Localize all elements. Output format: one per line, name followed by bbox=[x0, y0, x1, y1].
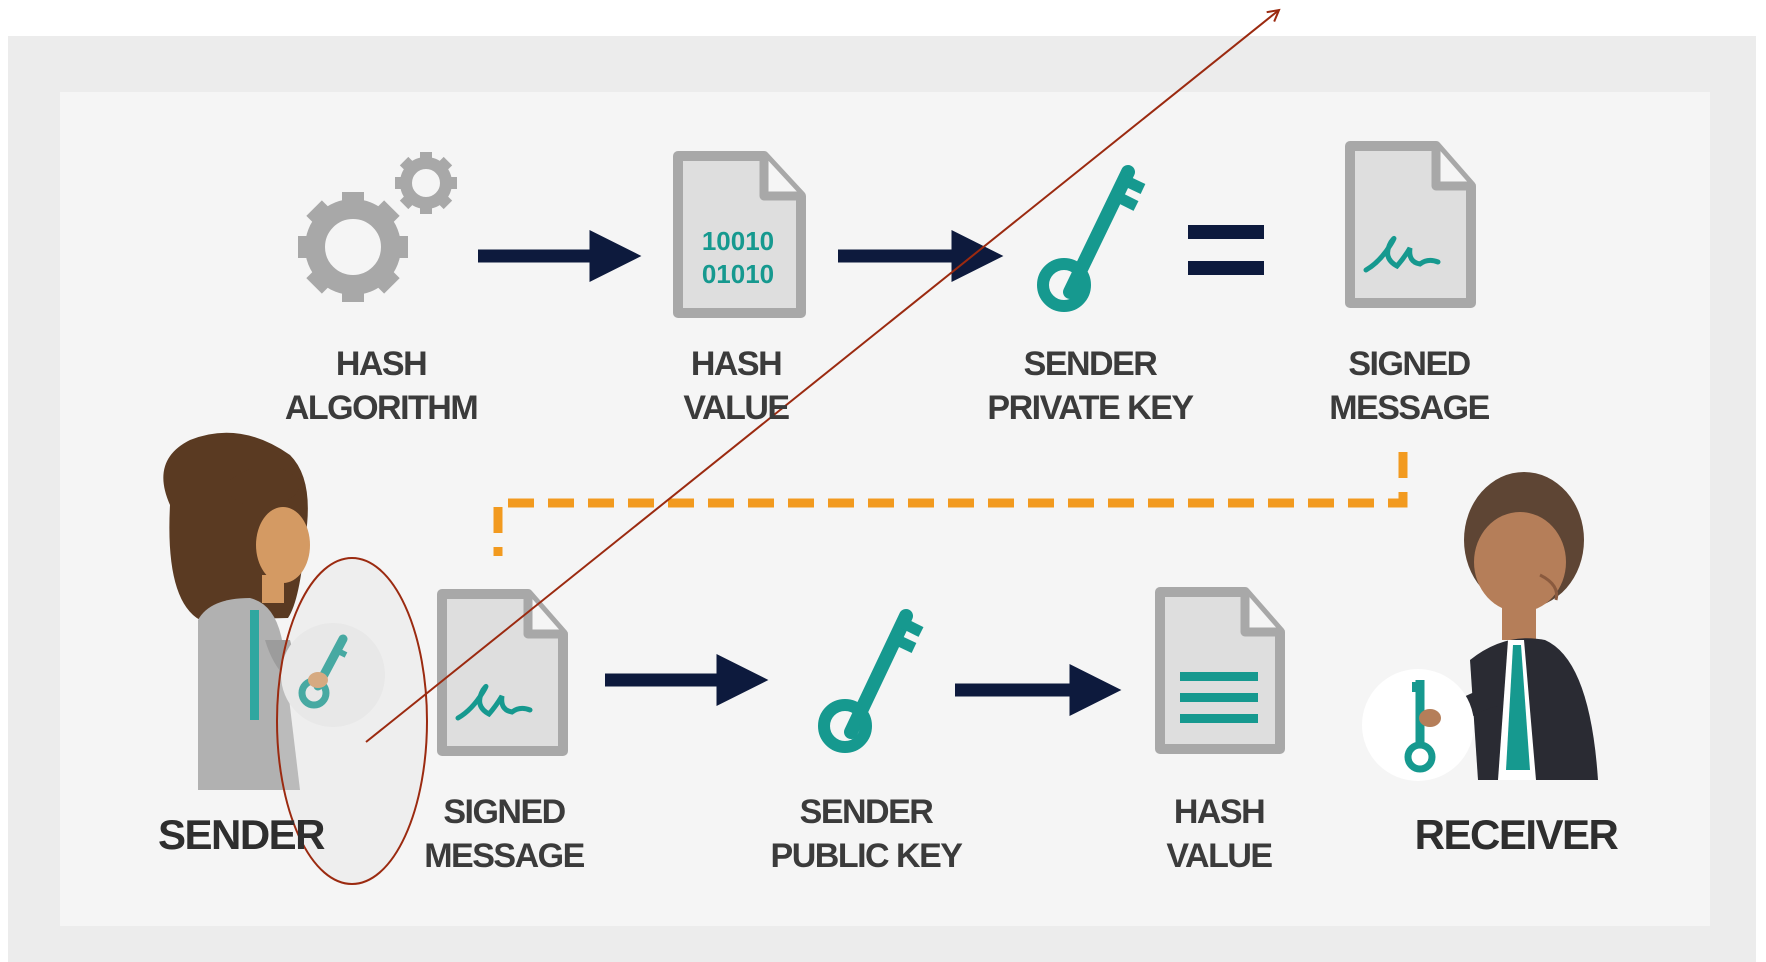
binary-line-2: 01010 bbox=[702, 259, 774, 289]
caption-line: SENDER bbox=[1023, 345, 1158, 383]
caption-receiver: RECEIVER bbox=[1414, 810, 1619, 860]
caption-line: ALGORITHM bbox=[284, 389, 479, 427]
caption-sender-private-key: SENDER PRIVATE KEY bbox=[987, 342, 1194, 430]
caption-signed-message-top: SIGNED MESSAGE bbox=[1329, 342, 1490, 430]
public-key-icon bbox=[818, 609, 924, 753]
caption-line: MESSAGE bbox=[424, 837, 585, 875]
gears-icon bbox=[298, 152, 457, 302]
annotation-ellipse bbox=[276, 557, 428, 885]
private-key-icon bbox=[1037, 165, 1146, 312]
caption-line: VALUE bbox=[1166, 837, 1273, 875]
caption-sender: SENDER bbox=[157, 810, 326, 860]
caption-line: HASH bbox=[690, 345, 783, 383]
caption-hash-algorithm: HASH ALGORITHM bbox=[284, 342, 479, 430]
caption-line: HASH bbox=[335, 345, 428, 383]
annotation-arrow bbox=[365, 10, 1279, 743]
caption-line: SIGNED bbox=[1348, 345, 1471, 383]
caption-line: VALUE bbox=[683, 389, 790, 427]
caption-line: PUBLIC KEY bbox=[770, 837, 963, 875]
equals-icon bbox=[1188, 225, 1264, 275]
dashed-connector bbox=[493, 452, 1408, 556]
caption-line: SENDER bbox=[799, 793, 934, 831]
binary-line-1: 10010 bbox=[702, 226, 774, 256]
signed-document-icon bbox=[437, 589, 568, 756]
caption-hash-value-bottom: HASH VALUE bbox=[1166, 790, 1273, 878]
signed-document-icon bbox=[1345, 141, 1476, 308]
sender-person-illustration bbox=[163, 432, 385, 790]
sender-label: SENDER bbox=[157, 811, 326, 858]
caption-line: MESSAGE bbox=[1329, 389, 1490, 427]
binary-document-icon: 10010 01010 bbox=[673, 151, 806, 318]
receiver-person-illustration bbox=[1362, 472, 1598, 781]
receiver-label: RECEIVER bbox=[1414, 811, 1619, 858]
caption-line: SIGNED bbox=[443, 793, 566, 831]
caption-line: HASH bbox=[1173, 793, 1266, 831]
caption-line: PRIVATE KEY bbox=[987, 389, 1194, 427]
caption-hash-value-top: HASH VALUE bbox=[683, 342, 790, 430]
caption-sender-public-key: SENDER PUBLIC KEY bbox=[770, 790, 963, 878]
text-document-icon bbox=[1155, 587, 1285, 754]
caption-signed-message-bottom: SIGNED MESSAGE bbox=[424, 790, 585, 878]
